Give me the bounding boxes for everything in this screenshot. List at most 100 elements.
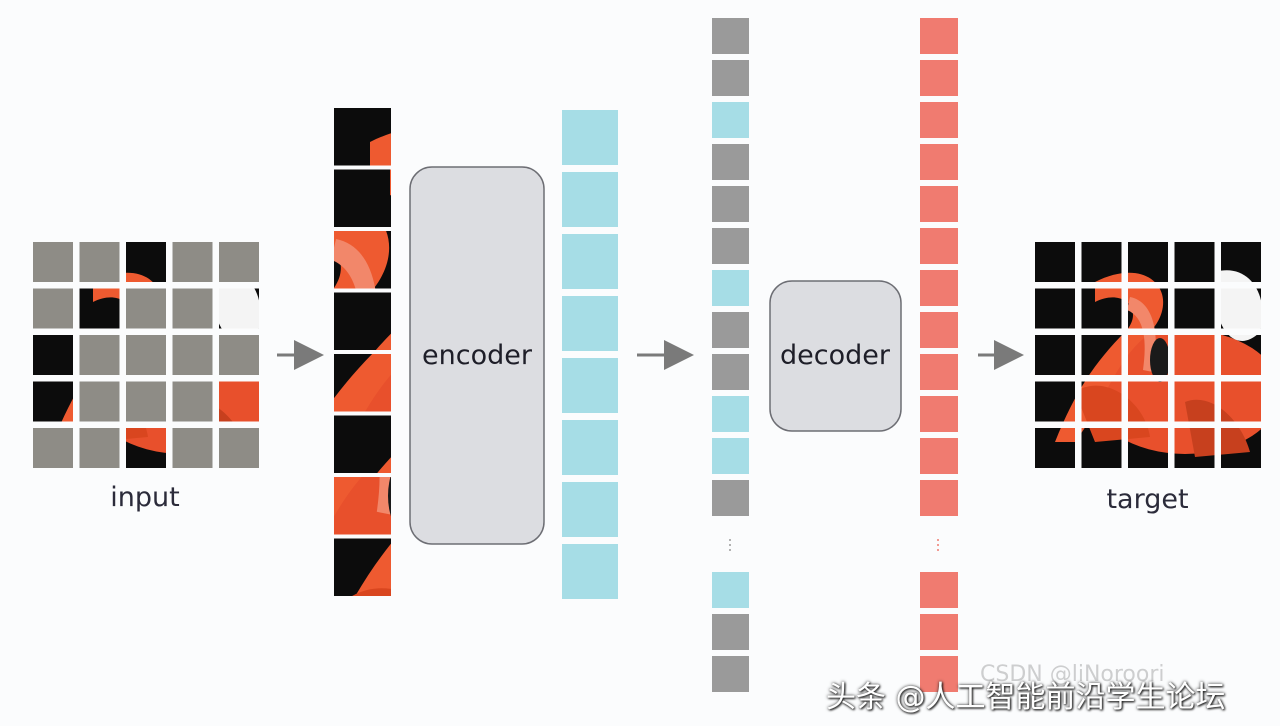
encoder-box: encoder: [409, 166, 545, 545]
input-masked-patch: [219, 428, 259, 468]
mask-token: [712, 186, 749, 222]
visible-patch: [334, 292, 391, 350]
decoded-patch: [920, 60, 958, 96]
target-patch: [1081, 335, 1122, 375]
decoded-patch: [920, 18, 958, 54]
target-patch: [1081, 288, 1122, 329]
input-masked-patch: [219, 335, 259, 375]
input-masked-patch: [126, 381, 166, 422]
target-patch: [1128, 335, 1168, 375]
target-patch: [1035, 242, 1075, 282]
target-patch: [1128, 428, 1168, 468]
decoded-patch: [920, 438, 958, 474]
input-masked-patch: [33, 242, 73, 282]
input-masked-patch: [79, 242, 120, 282]
visible-patch: [334, 231, 391, 289]
encoder-label: encoder: [422, 340, 533, 371]
visible-patch: [334, 477, 391, 535]
encoded-token-slot: [712, 572, 749, 608]
input-visible-patch: [33, 381, 73, 422]
encoded-token: [562, 358, 618, 413]
input-masked-patch: [219, 242, 259, 282]
target-label: target: [1106, 484, 1189, 515]
target-patch: [1221, 381, 1261, 422]
target-patch: [1174, 335, 1215, 375]
visible-patches-column: [334, 108, 391, 596]
target-patch: [1174, 428, 1215, 468]
encoded-token: [562, 544, 618, 599]
target-patch: [1221, 242, 1261, 282]
target-patch: [1174, 242, 1215, 282]
input-visible-patch: [219, 288, 259, 329]
visible-patch: [334, 415, 391, 473]
target-patch: [1221, 288, 1261, 329]
visible-patch: [334, 354, 391, 412]
input-label: input: [110, 482, 180, 513]
mask-token: [712, 354, 749, 390]
encoded-token: [562, 296, 618, 351]
target-patch: [1035, 428, 1075, 468]
decoded-patch: [920, 614, 958, 650]
decoded-patches-column: [920, 18, 958, 692]
decoded-patch: [920, 186, 958, 222]
encoded-token: [562, 482, 618, 537]
input-visible-patch: [79, 288, 120, 329]
encoded-token-slot: [712, 396, 749, 432]
target-patch: [1081, 381, 1122, 422]
encoded-token: [562, 420, 618, 475]
input-visible-patch: [33, 335, 73, 375]
encoded-token-slot: [712, 438, 749, 474]
decoded-patch: [920, 396, 958, 432]
watermark-text: 头条 @人工智能前沿学生论坛: [826, 680, 1226, 715]
decoded-patch: [920, 572, 958, 608]
input-visible-patch: [126, 428, 166, 468]
target-patch: [1128, 288, 1168, 329]
input-visible-patch: [126, 242, 166, 282]
input-masked-patch: [172, 242, 213, 282]
encoded-token-slot: [712, 102, 749, 138]
mask-token: [712, 614, 749, 650]
input-masked-patch: [126, 288, 166, 329]
mask-token: [712, 656, 749, 692]
decoder-label: decoder: [780, 340, 891, 371]
mask-token: [712, 60, 749, 96]
target-patch: [1128, 381, 1168, 422]
target-patch: [1174, 288, 1215, 329]
input-image-grid: [33, 242, 259, 468]
input-masked-patch: [79, 428, 120, 468]
input-masked-patch: [33, 288, 73, 329]
target-image-grid: [1035, 242, 1261, 468]
input-masked-patch: [126, 335, 166, 375]
decoded-patch: [920, 102, 958, 138]
decoded-patch: [920, 354, 958, 390]
input-masked-patch: [172, 381, 213, 422]
input-masked-patch: [79, 335, 120, 375]
encoded-token: [562, 172, 618, 227]
target-patch: [1221, 428, 1261, 468]
mask-token: [712, 144, 749, 180]
encoded-token: [562, 234, 618, 289]
input-masked-patch: [33, 428, 73, 468]
mask-token: [712, 18, 749, 54]
target-patch: [1128, 242, 1168, 282]
full-token-sequence-column: [712, 18, 749, 692]
encoded-token: [562, 110, 618, 165]
input-visible-patch: [219, 381, 259, 422]
target-patch: [1081, 428, 1122, 468]
visible-patch: [334, 538, 391, 596]
visible-patch: [334, 108, 391, 166]
mask-token: [712, 312, 749, 348]
encoded-token-slot: [712, 270, 749, 306]
decoded-patch: [920, 144, 958, 180]
decoded-patch: [920, 656, 958, 692]
input-masked-patch: [172, 335, 213, 375]
mask-token: [712, 228, 749, 264]
decoded-patch: [920, 228, 958, 264]
mask-token: [712, 480, 749, 516]
input-masked-patch: [79, 381, 120, 422]
target-patch: [1221, 335, 1261, 375]
visible-patch: [334, 169, 391, 227]
input-masked-patch: [172, 288, 213, 329]
target-patch: [1081, 242, 1122, 282]
